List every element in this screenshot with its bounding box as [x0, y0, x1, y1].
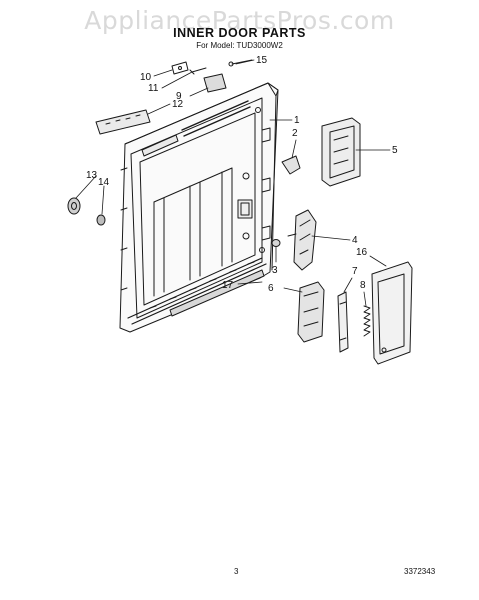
- part-14-nut: [96, 214, 106, 226]
- part-15-screw: [228, 59, 253, 67]
- callout-1: 1: [294, 115, 300, 126]
- part-7-link: [337, 291, 349, 353]
- callout-4: 4: [352, 235, 358, 246]
- part-12-vent-plate: [95, 109, 151, 135]
- diagram-title: INNER DOOR PARTS: [173, 26, 306, 40]
- page-number: 3: [234, 567, 239, 576]
- part-11-screw: [189, 67, 207, 75]
- watermark: AppliancePartsPros.com: [84, 6, 395, 35]
- part-6-switch-holder: [297, 281, 325, 343]
- callout-2: 2: [292, 128, 298, 139]
- callout-12: 12: [172, 99, 184, 110]
- callout-labels: 1 2 3 4 5 6 7 8 9 10 11 12 13 14 15 16 1…: [86, 55, 398, 294]
- model-subtitle: For Model: TUD3000W2: [196, 41, 283, 50]
- diagram-number: 3372343: [404, 567, 436, 576]
- part-10-clip: [171, 61, 189, 75]
- part-4-latch: [287, 209, 317, 271]
- part-13-knob: [67, 197, 81, 215]
- callout-14: 14: [98, 177, 110, 188]
- callout-13: 13: [86, 170, 98, 181]
- part-2-clip: [281, 155, 301, 175]
- callout-17: 17: [222, 280, 234, 291]
- callout-3: 3: [272, 265, 278, 276]
- callout-5: 5: [392, 145, 398, 156]
- callout-10: 10: [140, 72, 152, 83]
- leader-lines: [75, 59, 391, 307]
- part-5-control-housing: [321, 117, 361, 187]
- part-8-spring: [363, 305, 371, 337]
- inner-door-panel: [119, 82, 279, 333]
- part-16-cover: [371, 261, 413, 365]
- part-3-bumper: [271, 239, 281, 247]
- callout-7: 7: [352, 266, 358, 277]
- part-9-bracket: [203, 73, 227, 93]
- part-17-seal-strip: [169, 269, 265, 317]
- callout-16: 16: [356, 247, 368, 258]
- callout-6: 6: [268, 283, 274, 294]
- callout-8: 8: [360, 280, 366, 291]
- callout-9: 9: [176, 91, 182, 102]
- callout-15: 15: [256, 55, 268, 66]
- callout-11: 11: [148, 83, 159, 94]
